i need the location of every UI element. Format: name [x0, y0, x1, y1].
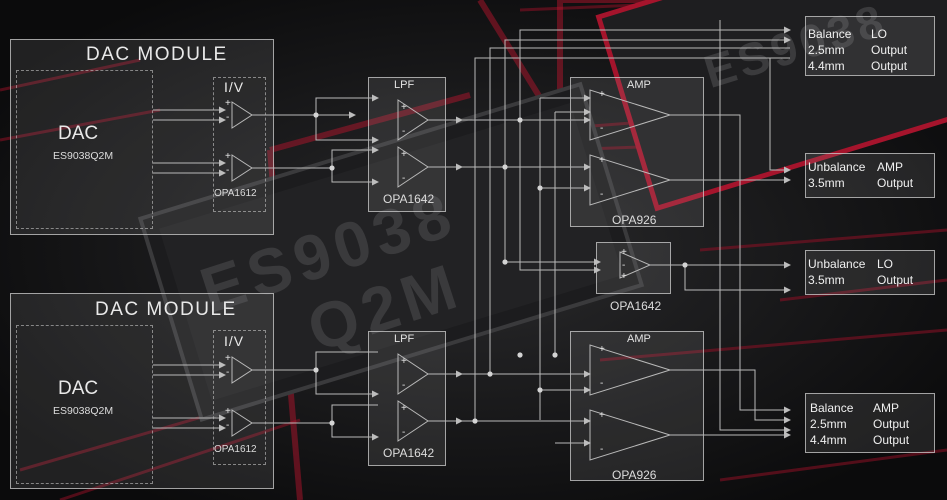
amp1-plus-a: +	[599, 90, 605, 100]
amp-2-opamp: OPA926	[612, 469, 656, 481]
output-balance-lo-left: Balance 2.5mm 4.4mm	[808, 26, 851, 74]
lpf2-plus-a: +	[401, 357, 407, 367]
iv1-plus-a: +	[225, 99, 231, 109]
lpf1-plus-a: +	[401, 103, 407, 113]
buffer-plus-a: +	[621, 248, 627, 258]
amp-block-1	[570, 77, 704, 227]
amp-block-2	[570, 331, 704, 481]
amp-1-title: AMP	[627, 80, 651, 91]
lpf2-minus-a: -	[402, 381, 405, 391]
output-balance-amp-right: AMP Output Output	[873, 400, 909, 448]
iv2-minus-b: -	[226, 421, 229, 431]
output-balance-lo-right: LO Output Output	[871, 26, 907, 74]
amp-2-title: AMP	[627, 334, 651, 345]
amp2-plus-b: +	[599, 411, 605, 421]
iv1-minus-a: -	[226, 113, 229, 123]
buffer-block	[596, 242, 671, 294]
amp1-minus-a: -	[600, 124, 603, 134]
amp2-minus-b: -	[600, 445, 603, 455]
buffer-minus-a: -	[622, 261, 625, 271]
amp2-plus-a: +	[599, 345, 605, 355]
lpf2-plus-b: +	[401, 404, 407, 414]
amp-1-opamp: OPA926	[612, 214, 656, 226]
dac-1-chip: ES9038Q2M	[53, 151, 113, 162]
lpf1-minus-b: -	[402, 174, 405, 184]
iv2-plus-b: +	[225, 407, 231, 417]
amp2-minus-a: -	[600, 379, 603, 389]
iv-stage-2-opamp: OPA1612	[214, 445, 257, 455]
iv-stage-1-opamp: OPA1612	[214, 189, 257, 199]
lpf-1-opamp: OPA1642	[383, 193, 434, 205]
lpf2-minus-b: -	[402, 428, 405, 438]
lpf-1-title: LPF	[394, 80, 414, 91]
output-unbalance-lo-right: LO Output	[877, 256, 913, 288]
iv2-plus-a: +	[225, 354, 231, 364]
iv-stage-1-label: I/V	[224, 80, 244, 94]
amp1-plus-b: +	[599, 156, 605, 166]
buffer-opamp: OPA1642	[610, 300, 661, 312]
output-unbalance-amp-left: Unbalance 3.5mm	[808, 159, 865, 191]
dac-2-label: DAC	[58, 379, 98, 398]
iv1-plus-b: +	[225, 152, 231, 162]
iv1-minus-b: -	[226, 166, 229, 176]
dac-module-2-title: DAC MODULE	[95, 300, 237, 319]
dac-1-label: DAC	[58, 124, 98, 143]
lpf-2-opamp: OPA1642	[383, 447, 434, 459]
iv2-minus-a: -	[226, 368, 229, 378]
dac-2-chip: ES9038Q2M	[53, 406, 113, 417]
dac-module-1-title: DAC MODULE	[86, 45, 228, 64]
output-unbalance-amp-right: AMP Output	[877, 159, 913, 191]
iv-stage-2-label: I/V	[224, 334, 244, 348]
output-balance-amp-left: Balance 2.5mm 4.4mm	[810, 400, 853, 448]
lpf1-plus-b: +	[401, 150, 407, 160]
output-unbalance-lo-left: Unbalance 3.5mm	[808, 256, 865, 288]
amp1-minus-b: -	[600, 190, 603, 200]
lpf-2-title: LPF	[394, 334, 414, 345]
buffer-plus-b: +	[621, 272, 627, 282]
lpf1-minus-a: -	[402, 127, 405, 137]
